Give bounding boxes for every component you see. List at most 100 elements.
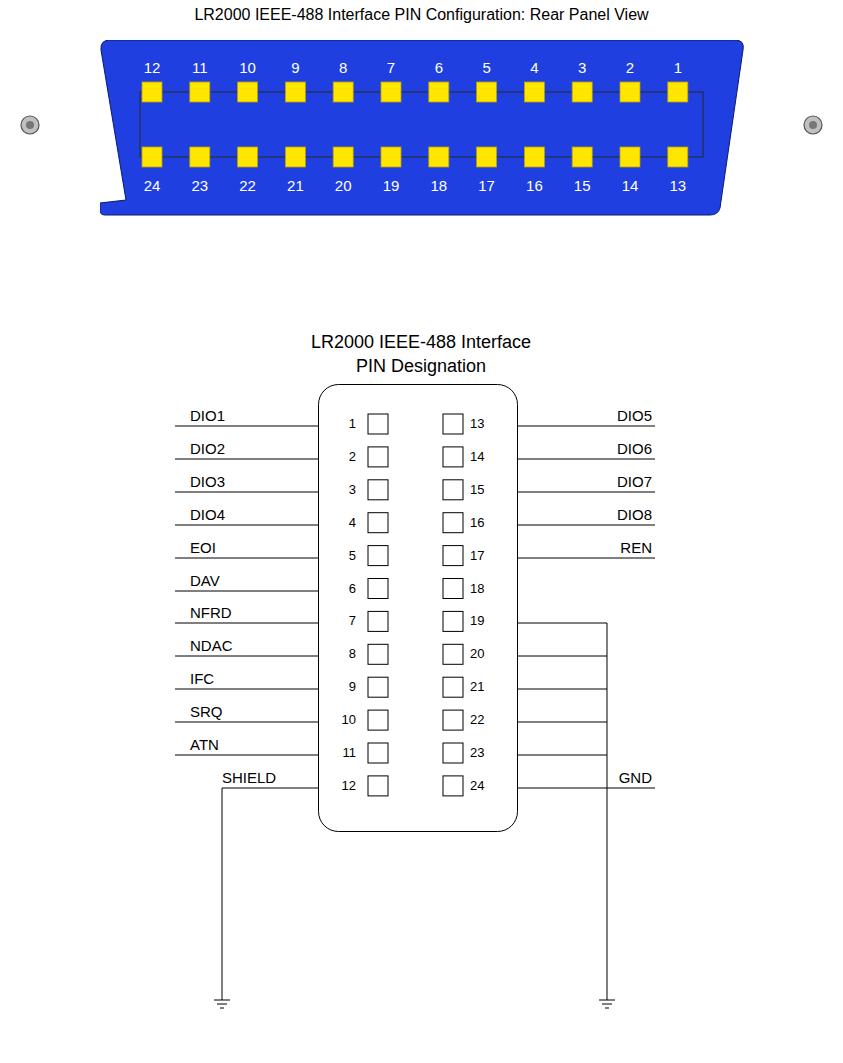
pin-number: 7 bbox=[349, 612, 356, 630]
pin-number: 14 bbox=[622, 177, 639, 195]
contact-frame bbox=[140, 92, 703, 157]
signal-name: DIO3 bbox=[190, 473, 225, 491]
pin-square bbox=[368, 513, 388, 533]
pin-number: 21 bbox=[470, 678, 484, 696]
pin-contact bbox=[190, 147, 210, 167]
pin-number: 19 bbox=[470, 612, 484, 630]
signal-name: SRQ bbox=[190, 703, 223, 721]
pin-number: 1 bbox=[349, 415, 356, 433]
pin-contact bbox=[524, 82, 544, 102]
pin-square bbox=[443, 611, 463, 631]
pin-number: 4 bbox=[349, 514, 356, 532]
signal-name: NFRD bbox=[190, 604, 232, 622]
signal-name: EOI bbox=[190, 539, 216, 557]
pin-number: 10 bbox=[342, 711, 356, 729]
signal-name: GND bbox=[619, 769, 652, 787]
pin-square bbox=[368, 644, 388, 664]
pin-number: 4 bbox=[530, 59, 538, 77]
pin-contact bbox=[668, 82, 688, 102]
pin-number: 18 bbox=[470, 580, 484, 598]
pin-number: 20 bbox=[335, 177, 352, 195]
signal-name: IFC bbox=[190, 670, 214, 688]
signal-name: REN bbox=[620, 539, 652, 557]
pin-number: 17 bbox=[470, 547, 484, 565]
pin-number: 23 bbox=[470, 744, 484, 762]
pin-number: 11 bbox=[192, 59, 208, 77]
pin-contact bbox=[285, 82, 305, 102]
pin-number: 15 bbox=[470, 481, 484, 499]
pin-number: 20 bbox=[470, 645, 484, 663]
pin-number: 9 bbox=[291, 59, 299, 77]
pin-square bbox=[443, 579, 463, 599]
node-outline bbox=[318, 384, 518, 832]
pin-square bbox=[443, 776, 463, 796]
pin-square bbox=[368, 776, 388, 796]
pin-square bbox=[443, 710, 463, 730]
signal-name: ATN bbox=[190, 736, 219, 754]
pin-contact bbox=[572, 147, 592, 167]
pin-contact bbox=[477, 147, 497, 167]
signal-name: DIO6 bbox=[617, 440, 652, 458]
pin-number: 16 bbox=[470, 514, 484, 532]
pin-contact bbox=[477, 82, 497, 102]
pin-block: 123456789101112131415161718192021222324 bbox=[318, 384, 518, 832]
signal-name: SHIELD bbox=[222, 769, 276, 787]
connector-body bbox=[319, 385, 518, 832]
pin-number: 8 bbox=[339, 59, 347, 77]
pin-square bbox=[443, 677, 463, 697]
pin-contact bbox=[572, 82, 592, 102]
pin-contact bbox=[620, 82, 640, 102]
signal-name: DIO7 bbox=[617, 473, 652, 491]
pin-number: 24 bbox=[470, 777, 484, 795]
pin-square bbox=[368, 743, 388, 763]
pin-number: 22 bbox=[470, 711, 484, 729]
signal-name: DIO8 bbox=[617, 506, 652, 524]
signal-name: NDAC bbox=[190, 637, 233, 655]
signal-name: DIO4 bbox=[190, 506, 225, 524]
pin-contact bbox=[142, 147, 162, 167]
pin-contact bbox=[285, 147, 305, 167]
section-heading: LR2000 IEEE-488 Interface PIN Designatio… bbox=[301, 330, 541, 378]
pin-contact bbox=[333, 82, 353, 102]
pin-square bbox=[443, 546, 463, 566]
pin-number: 13 bbox=[470, 415, 484, 433]
pin-number: 16 bbox=[526, 177, 543, 195]
pin-number: 18 bbox=[430, 177, 447, 195]
pin-square bbox=[368, 414, 388, 434]
pin-contact bbox=[381, 147, 401, 167]
pin-number: 23 bbox=[191, 177, 208, 195]
pin-contact bbox=[668, 147, 688, 167]
pin-number: 2 bbox=[349, 448, 356, 466]
pin-number: 17 bbox=[478, 177, 495, 195]
connector-shell bbox=[100, 40, 743, 215]
ground-symbol bbox=[214, 1000, 615, 1008]
pin-square bbox=[443, 513, 463, 533]
pin-square bbox=[443, 480, 463, 500]
pin-number: 2 bbox=[626, 59, 634, 77]
signal-name: DAV bbox=[190, 572, 220, 590]
pin-contact bbox=[381, 82, 401, 102]
pin-contact bbox=[429, 82, 449, 102]
pin-number: 19 bbox=[383, 177, 400, 195]
pin-square bbox=[368, 611, 388, 631]
pin-square bbox=[368, 710, 388, 730]
diagram-title: LR2000 IEEE-488 Interface PIN Configurat… bbox=[0, 6, 843, 24]
pin-contact bbox=[238, 147, 258, 167]
pin-number: 10 bbox=[239, 59, 256, 77]
pin-number: 12 bbox=[342, 777, 356, 795]
pin-number: 24 bbox=[144, 177, 161, 195]
pin-number: 22 bbox=[239, 177, 256, 195]
pin-square bbox=[443, 414, 463, 434]
pin-number: 21 bbox=[287, 177, 304, 195]
pin-contact bbox=[238, 82, 258, 102]
pin-square bbox=[368, 546, 388, 566]
signal-name: DIO2 bbox=[190, 440, 225, 458]
connector-plug: 121110987654321242322212019181716151413 bbox=[100, 40, 745, 218]
pin-square bbox=[368, 447, 388, 467]
pin-contact bbox=[524, 147, 544, 167]
pin-number: 5 bbox=[482, 59, 490, 77]
pin-number: 15 bbox=[574, 177, 591, 195]
pin-number: 12 bbox=[144, 59, 161, 77]
pin-square bbox=[368, 677, 388, 697]
